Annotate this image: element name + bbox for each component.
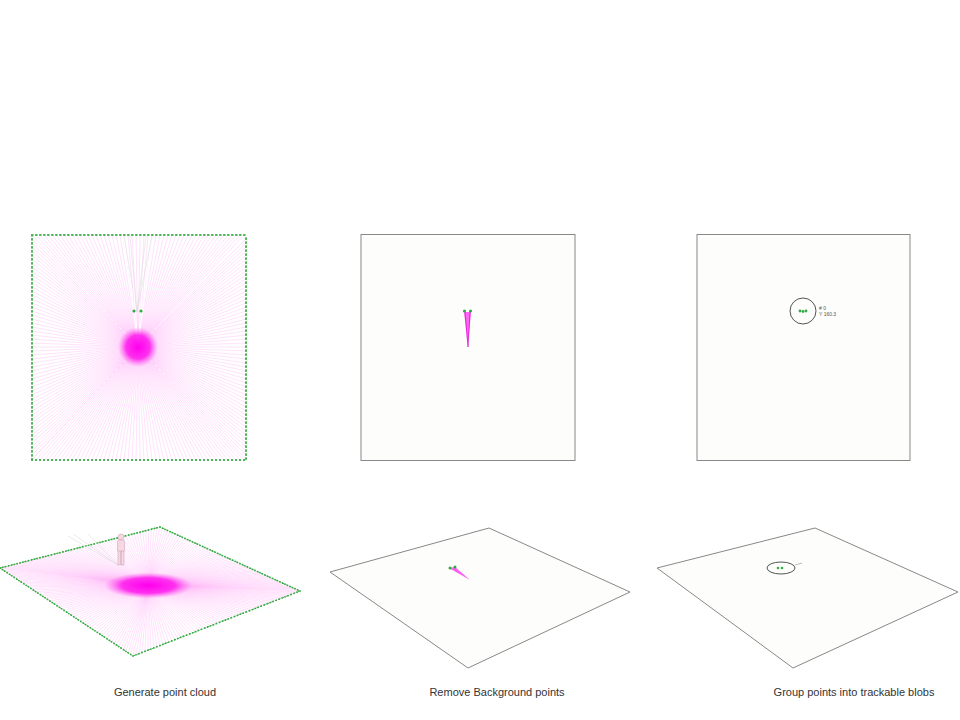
point-cloud-perspective <box>0 526 301 657</box>
blobs-perspective <box>657 528 958 668</box>
blob-readout: # 0 <box>819 306 826 312</box>
blobs-top <box>697 235 910 461</box>
background-removed-perspective <box>330 528 630 668</box>
step-caption: Remove Background points <box>429 686 564 698</box>
step-caption: Generate point cloud <box>114 686 216 698</box>
blob-readout: Y 160.3 <box>819 312 836 318</box>
background-removed-top <box>361 235 575 461</box>
point-cloud-top <box>31 234 247 461</box>
step-caption: Group points into trackable blobs <box>774 686 935 698</box>
